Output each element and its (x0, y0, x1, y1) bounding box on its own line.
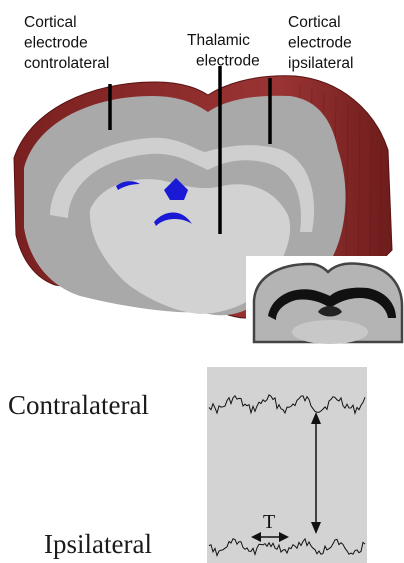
label-cortical-contra-line2: electrode (24, 35, 88, 52)
label-cortical-ipsi-line3: ipsilateral (288, 55, 353, 72)
label-cortical-ipsi-line1: Cortical (288, 14, 341, 31)
trace-panel: T (207, 367, 367, 563)
label-cortical-ipsi-line2: electrode (288, 35, 352, 52)
label-thalamic-line2: electrode (196, 53, 260, 70)
contralateral-label: Contralateral (8, 390, 149, 420)
inset-thalamus (292, 320, 368, 344)
label-cortical-contra-line1: Cortical (24, 14, 77, 31)
histology-inset (246, 256, 404, 344)
label-cortical-contra-line3: controlateral (24, 55, 109, 72)
label-cortical-ipsi: Cortical electrode ipsilateral (288, 14, 356, 72)
label-thalamic-line1: Thalamic (187, 32, 250, 49)
trace-background (207, 367, 367, 563)
label-cortical-contra: Cortical electrode controlateral (24, 14, 109, 72)
period-label: T (263, 511, 275, 533)
ipsilateral-label: Ipsilateral (44, 529, 152, 559)
label-thalamic: Thalamic electrode (187, 32, 260, 70)
